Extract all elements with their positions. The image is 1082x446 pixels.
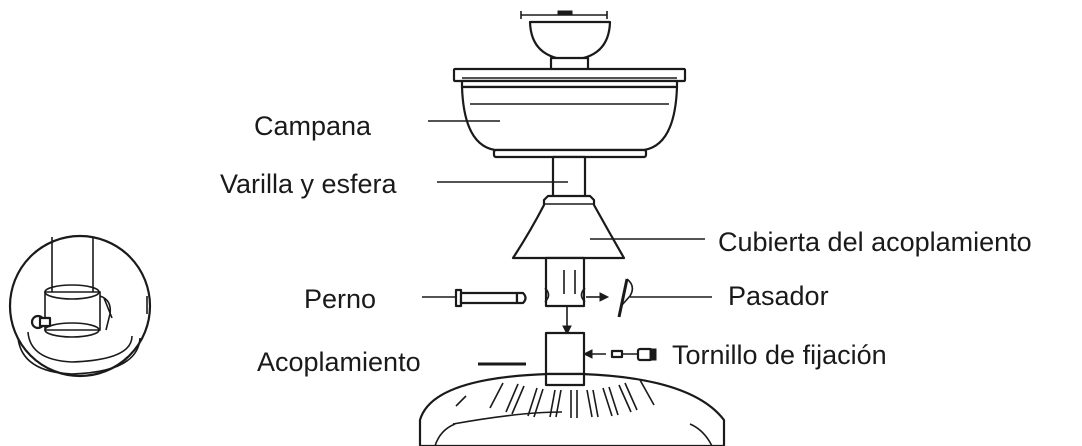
motor-housing — [418, 372, 726, 446]
label-cubierta: Cubierta del acoplamiento — [718, 227, 1032, 257]
set-screw — [610, 347, 657, 362]
downrod — [551, 155, 587, 199]
canopy — [452, 67, 687, 159]
label-varilla: Varilla y esfera — [220, 169, 398, 199]
label-perno: Perno — [304, 284, 376, 314]
label-tornillo: Tornillo de fijación — [672, 340, 887, 370]
label-campana: Campana — [254, 111, 372, 141]
hanger-ball — [520, 10, 612, 62]
label-pasador: Pasador — [728, 281, 829, 311]
hitch-pin — [617, 278, 634, 318]
lower-downrod — [544, 256, 586, 308]
coupling-cover — [511, 194, 626, 260]
bolt — [454, 288, 527, 308]
inset-detail — [8, 234, 152, 378]
label-acoplamiento: Acoplamiento — [257, 347, 421, 377]
